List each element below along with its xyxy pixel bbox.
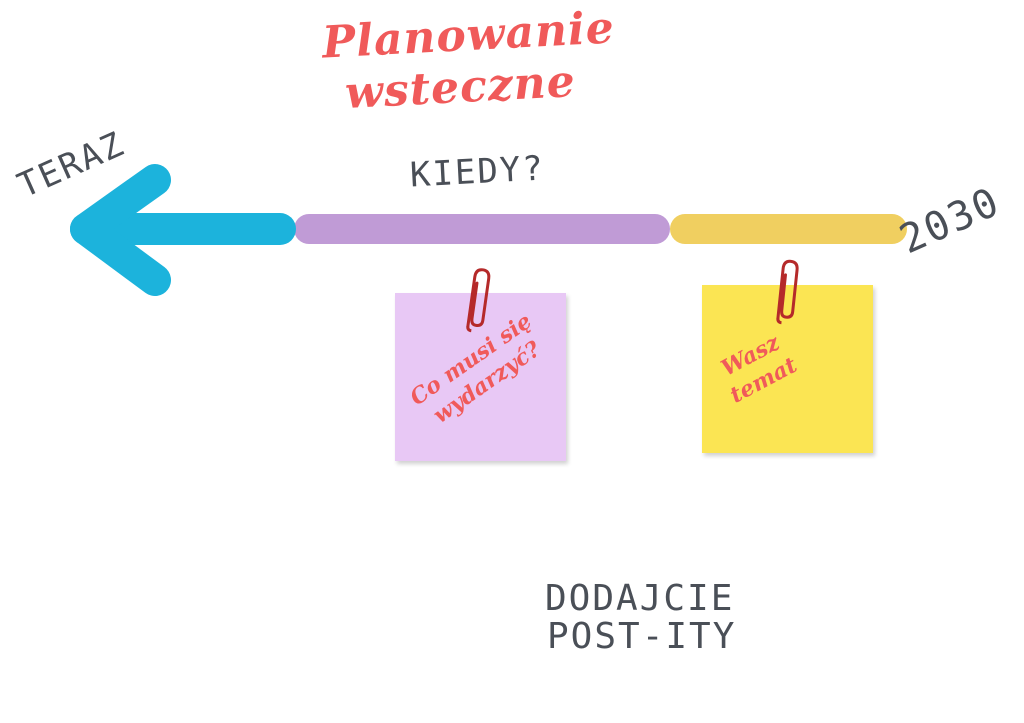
footer-line-1: DODAJCIE — [545, 578, 735, 619]
sticky-note-purple[interactable]: Co musi się wydarzyć? — [395, 293, 566, 461]
paperclip-icon — [466, 268, 491, 333]
sticky-note-yellow[interactable]: Wasz temat — [702, 285, 873, 453]
footer-line-2: POST-ITY — [547, 616, 737, 657]
paperclip-icon — [776, 259, 799, 325]
arrow-head — [70, 164, 171, 296]
